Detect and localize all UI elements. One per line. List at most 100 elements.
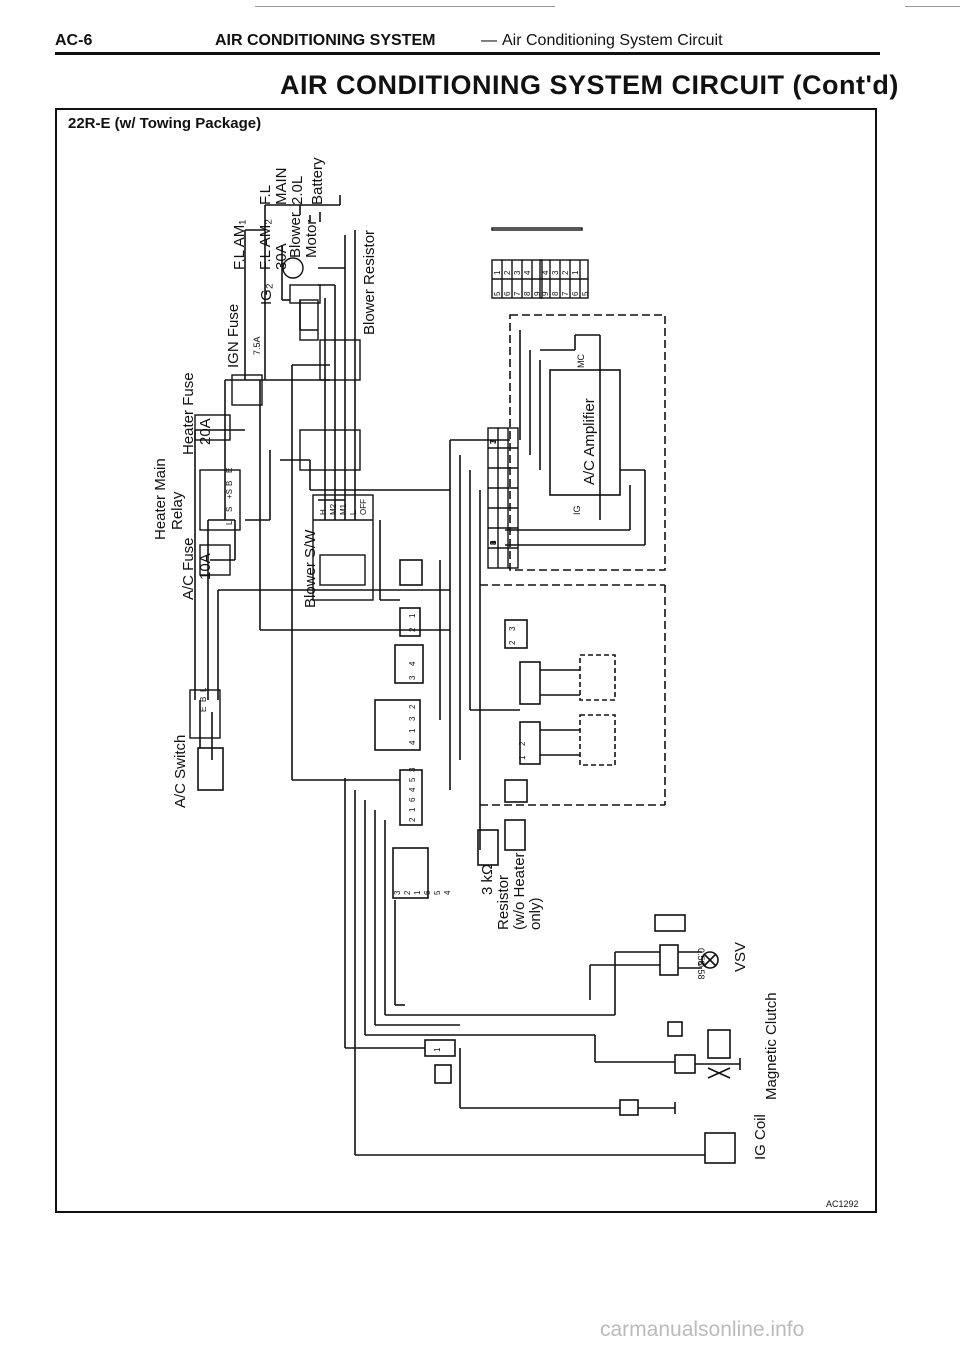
pin-relay: S: [225, 507, 234, 512]
pin-c1-top: 2: [503, 270, 512, 275]
label-motor: Motor: [303, 220, 320, 258]
pin-c2-top: 4: [541, 270, 550, 275]
label-30a: 30A: [273, 243, 290, 270]
page-code: AC-6: [55, 32, 93, 49]
pin-c321654: 5: [433, 890, 442, 895]
label-heater-main: Heater Main: [152, 458, 169, 540]
pin-bsw: L: [349, 510, 358, 515]
label-only: only): [527, 897, 544, 930]
pin-acsw: E: [199, 707, 208, 712]
label-vsv: VSV: [732, 942, 749, 972]
label-ac-fuse: A/C Fuse: [180, 537, 197, 600]
label-fl-am2: F.L AM₂: [257, 219, 274, 270]
label-20a: 20A: [197, 418, 214, 445]
pin-c1-bot: 7: [513, 291, 522, 296]
pin-c34: 4: [408, 661, 417, 666]
pin-c321654: 2: [403, 890, 412, 895]
pin-c4132: 4: [408, 740, 417, 745]
pin-c2-top: 1: [571, 270, 580, 275]
pin-c216453: 4: [408, 787, 417, 792]
pin-amp-e: 4: [489, 540, 498, 545]
label-ac-amplifier: A/C Amplifier: [581, 398, 598, 485]
watermark: carmanualsonline.info: [600, 1318, 805, 1341]
pin-relay: E: [225, 468, 234, 473]
label-fl: F.L: [257, 185, 274, 205]
pin-relay: B: [225, 481, 234, 486]
pin-relay: +S: [225, 489, 234, 499]
label-heater-fuse: Heater Fuse: [180, 372, 197, 455]
pin-c2-bot: 9: [541, 291, 550, 296]
label-main: MAIN: [273, 168, 290, 206]
pin-c2-bot: 6: [571, 291, 580, 296]
pin-c1: 1: [433, 1047, 442, 1052]
page-title: AIR CONDITIONING SYSTEM CIRCUIT (Cont'd): [280, 70, 899, 100]
label-battery: Battery: [309, 157, 326, 205]
pin-c1-bot: 8: [523, 291, 532, 296]
figure-code: AC1292: [826, 1199, 859, 1209]
pin-c2-bot: 5: [581, 291, 590, 296]
pin-bsw: OFF: [359, 499, 368, 515]
label-relay: Relay: [169, 491, 186, 530]
pin-c1-top: 3: [513, 270, 522, 275]
pin-c216453: 2: [408, 817, 417, 822]
label-fl-am1: F.L AM₁: [231, 220, 248, 270]
pin-amp-a: 7: [489, 439, 498, 444]
label-ign-fuse: IGN Fuse: [225, 304, 242, 368]
pin-c23: 3: [508, 626, 517, 631]
label-magnetic-clutch: Magnetic Clutch: [763, 992, 780, 1100]
pin-c34: 3: [408, 675, 417, 680]
label-2-0l: 2.0L: [289, 176, 306, 205]
pin-c23: 2: [508, 640, 517, 645]
pin-bsw: M1: [339, 503, 348, 515]
pin-c12: 1: [518, 755, 527, 760]
diagram-frame: [55, 108, 877, 1213]
pin-acsw: L: [199, 687, 208, 692]
pin-c4132: 2: [408, 704, 417, 709]
pin-c321654: 1: [413, 890, 422, 895]
pin-amp-a: 3: [489, 439, 498, 444]
label-ig-coil: IG Coil: [752, 1114, 769, 1160]
pin-c216453: 5: [408, 777, 417, 782]
label-blower-sw: Blower S/W: [302, 529, 319, 608]
pin-c2-bot: 8: [551, 291, 560, 296]
pin-c1-bot: 5: [493, 291, 502, 296]
pin-c2-bot: 7: [561, 291, 570, 296]
label-wire-058-b: 0.58: [696, 962, 706, 980]
pin-c4132: 3: [408, 716, 417, 721]
pin-c21: 1: [408, 613, 417, 618]
pin-relay: L: [225, 520, 234, 525]
pin-c216453: 6: [408, 797, 417, 802]
pin-acsw: B: [199, 697, 208, 702]
label-mc: MC: [576, 354, 586, 368]
pin-amp-e: 9: [489, 540, 498, 545]
section-title: AIR CONDITIONING SYSTEM: [215, 32, 436, 49]
pin-c4132: 1: [408, 728, 417, 733]
pin-c2-top: 2: [561, 270, 570, 275]
label-resistor: Resistor: [495, 875, 512, 930]
label-3kohm: 3 kΩ: [479, 864, 496, 895]
variant-label: 22R-E (w/ Towing Package): [68, 115, 262, 132]
pin-c1-top: 4: [523, 270, 532, 275]
pin-bsw: M2: [329, 503, 338, 515]
header-separator: —: [481, 32, 497, 49]
label-ac-switch: A/C Switch: [172, 735, 189, 808]
label-ig: IG: [572, 505, 582, 515]
pin-c321654: 3: [393, 890, 402, 895]
pin-c1-top: 1: [493, 270, 502, 275]
header-rule: [55, 52, 880, 55]
page-header: AC-6 AIR CONDITIONING SYSTEM — Air Condi…: [55, 28, 880, 54]
top-rule: [255, 6, 555, 7]
subsection-title: Air Conditioning System Circuit: [502, 32, 723, 49]
pin-c21: 2: [408, 627, 417, 632]
label-blower-resistor: Blower Resistor: [361, 230, 378, 335]
label-wo-heater: (w/o Heater: [511, 852, 528, 930]
top-rule-right: [905, 6, 960, 7]
pin-amp-e: 1: [489, 540, 498, 545]
pin-c2-top: 3: [551, 270, 560, 275]
pin-c321654: 4: [443, 890, 452, 895]
pin-c216453: 3: [408, 767, 417, 772]
pin-c12: 2: [518, 741, 527, 746]
label-wire-058-a: 0.58: [696, 948, 706, 966]
